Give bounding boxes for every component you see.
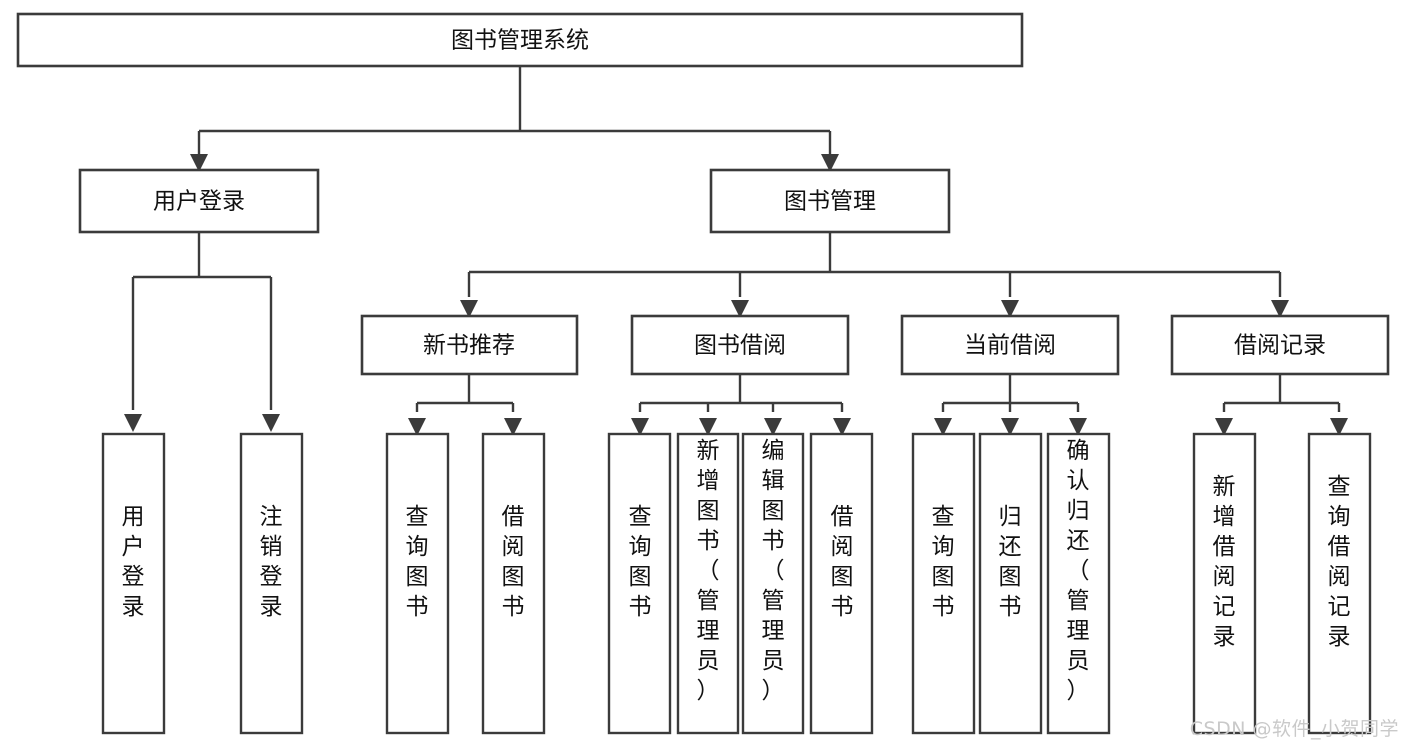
leaf-user-logout-label: 注销登录	[260, 504, 283, 620]
node-root[interactable]: 图书管理系统	[16, 12, 1024, 68]
node-book-manage-label: 图书管理	[784, 189, 876, 215]
leaf-add-book[interactable]: 新增图书（管理员）	[676, 432, 740, 735]
node-user-login-label: 用户登录	[153, 189, 245, 215]
node-new-book-recommend[interactable]: 新书推荐	[360, 314, 579, 376]
leaf-add-book-rect[interactable]	[676, 432, 740, 735]
node-current-borrow-label: 当前借阅	[964, 333, 1056, 359]
leaf-borrow-book-1-label: 借阅图书	[502, 504, 525, 620]
leaf-confirm-return-label: 确认归还（管理员）	[1067, 438, 1090, 704]
arrow-leaf-user-logout	[262, 414, 280, 432]
leaf-add-book-label: 新增图书（管理员）	[697, 438, 720, 704]
leaf-query-record-rect[interactable]	[1307, 432, 1372, 735]
leaf-return-book-rect[interactable]	[978, 432, 1043, 735]
leaf-query-book-1[interactable]: 查询图书	[385, 432, 450, 735]
node-root-label: 图书管理系统	[451, 28, 589, 54]
leaf-query-record[interactable]: 查询借阅记录	[1307, 432, 1372, 735]
node-root-rect[interactable]	[16, 12, 1024, 68]
leaf-query-book-3-label: 查询图书	[932, 504, 955, 620]
leaf-query-book-3-rect[interactable]	[911, 432, 976, 735]
leaf-add-record-label: 新增借阅记录	[1213, 474, 1236, 650]
node-current-borrow-rect[interactable]	[900, 314, 1120, 376]
node-book-borrow-label: 图书借阅	[694, 333, 786, 359]
node-book-manage[interactable]: 图书管理	[709, 168, 951, 234]
leaf-borrow-book-2-rect[interactable]	[809, 432, 874, 735]
leaf-query-book-2-label: 查询图书	[629, 504, 652, 620]
leaf-edit-book[interactable]: 编辑图书（管理员）	[741, 432, 805, 735]
node-borrow-record[interactable]: 借阅记录	[1170, 314, 1390, 376]
leaf-query-book-2[interactable]: 查询图书	[607, 432, 672, 735]
leaf-user-login-label: 用户登录	[122, 504, 145, 620]
leaf-query-record-label: 查询借阅记录	[1328, 474, 1351, 650]
leaf-query-book-3[interactable]: 查询图书	[911, 432, 976, 735]
node-book-manage-rect[interactable]	[709, 168, 951, 234]
leaf-add-record[interactable]: 新增借阅记录	[1192, 432, 1257, 735]
leaf-query-book-1-rect[interactable]	[385, 432, 450, 735]
leaf-return-book[interactable]: 归还图书	[978, 432, 1043, 735]
leaf-user-login[interactable]: 用户登录	[101, 432, 166, 735]
node-borrow-record-rect[interactable]	[1170, 314, 1390, 376]
leaf-borrow-book-2-label: 借阅图书	[831, 504, 854, 620]
node-book-borrow-rect[interactable]	[630, 314, 850, 376]
leaf-confirm-return-rect[interactable]	[1046, 432, 1111, 735]
edge-layer	[124, 66, 1348, 436]
leaf-user-login-rect[interactable]	[101, 432, 166, 735]
node-user-login[interactable]: 用户登录	[78, 168, 320, 234]
leaf-borrow-book-1[interactable]: 借阅图书	[481, 432, 546, 735]
node-new-book-recommend-label: 新书推荐	[423, 333, 515, 359]
leaf-edit-book-rect[interactable]	[741, 432, 805, 735]
leaf-query-book-1-label: 查询图书	[406, 504, 429, 620]
leaf-borrow-book-2[interactable]: 借阅图书	[809, 432, 874, 735]
node-book-borrow[interactable]: 图书借阅	[630, 314, 850, 376]
node-new-book-recommend-rect[interactable]	[360, 314, 579, 376]
leaf-return-book-label: 归还图书	[999, 504, 1022, 620]
arrow-leaf-user-login	[124, 414, 142, 432]
leaf-query-book-2-rect[interactable]	[607, 432, 672, 735]
node-user-login-rect[interactable]	[78, 168, 320, 234]
node-borrow-record-label: 借阅记录	[1234, 333, 1326, 359]
leaf-confirm-return[interactable]: 确认归还（管理员）	[1046, 432, 1111, 735]
leaf-user-logout[interactable]: 注销登录	[239, 432, 304, 735]
node-current-borrow[interactable]: 当前借阅	[900, 314, 1120, 376]
leaf-edit-book-label: 编辑图书（管理员）	[762, 438, 785, 704]
leaf-add-record-rect[interactable]	[1192, 432, 1257, 735]
leaf-user-logout-rect[interactable]	[239, 432, 304, 735]
leaf-borrow-book-1-rect[interactable]	[481, 432, 546, 735]
